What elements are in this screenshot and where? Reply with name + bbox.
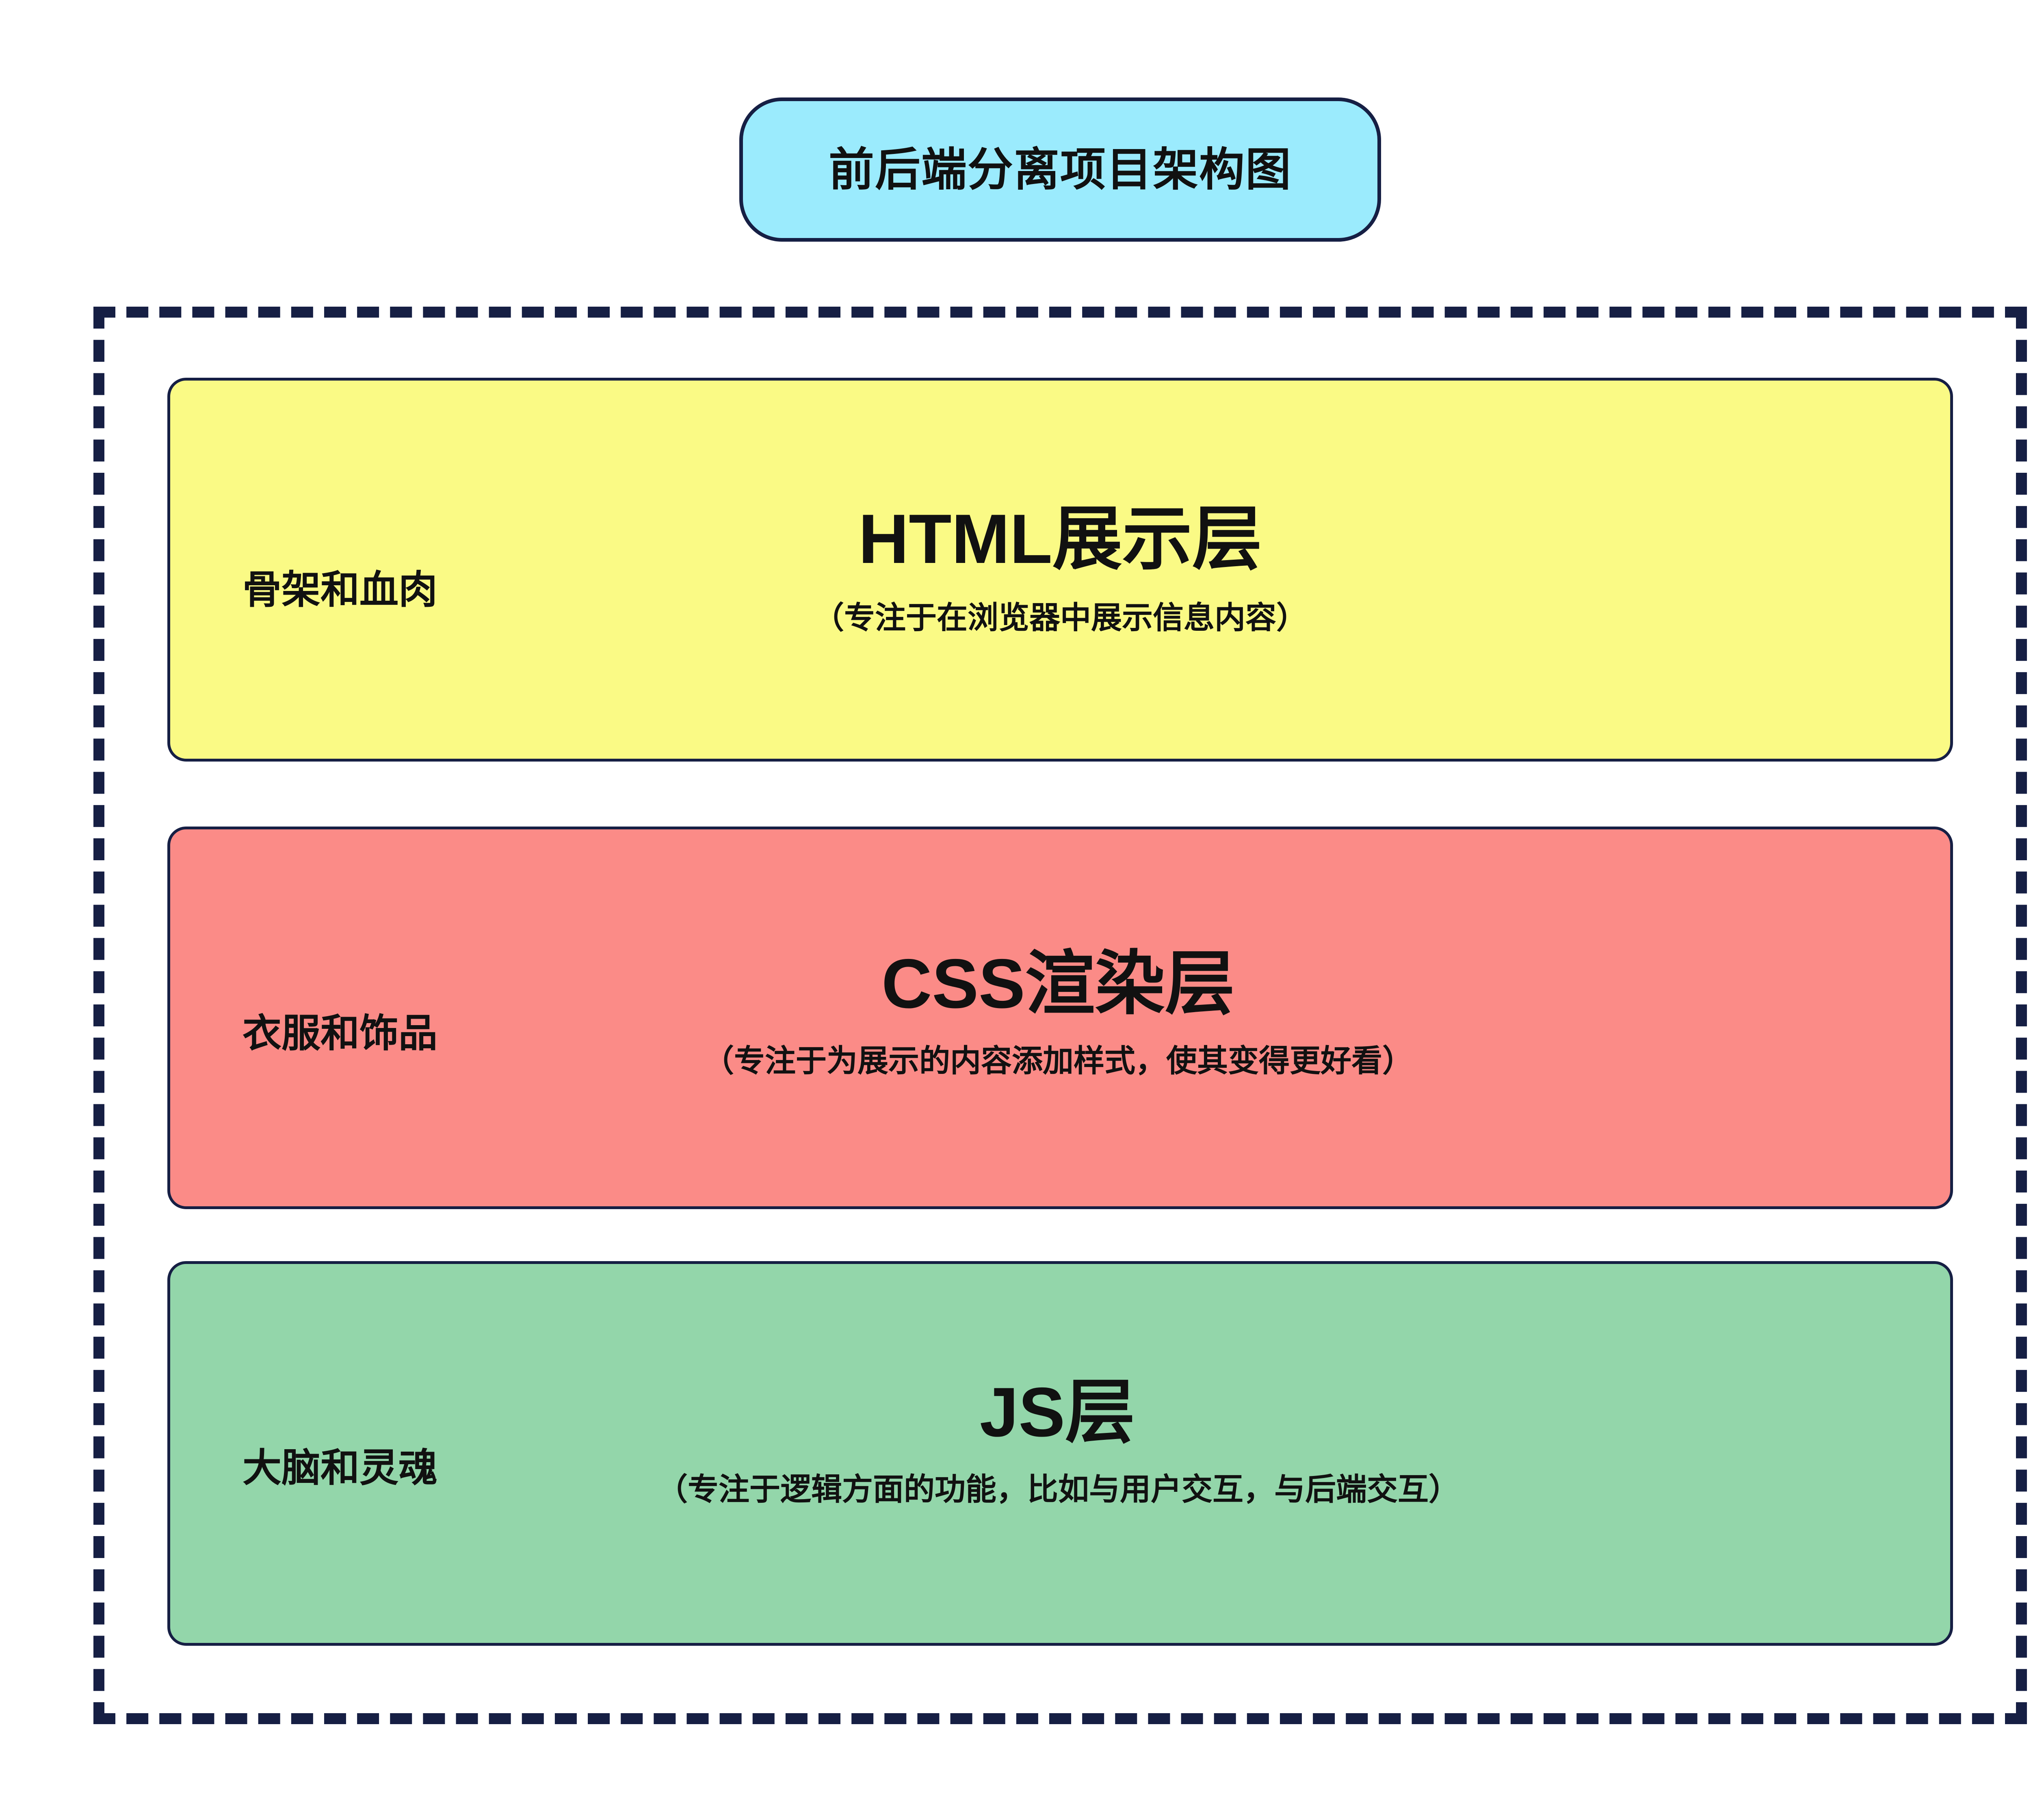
layer-box-js: 大脑和灵魂 JS层 （专注于逻辑方面的功能，比如与用户交互，与后端交互） [167, 1261, 1953, 1646]
layer-html-role-label: 骨架和血肉 [243, 568, 437, 612]
layer-css-role-label: 衣服和饰品 [243, 1012, 437, 1055]
layer-js-center: JS层 （专注于逻辑方面的功能，比如与用户交互，与后端交互） [170, 1376, 1950, 1505]
layer-js-note: （专注于逻辑方面的功能，比如与用户交互，与后端交互） [657, 1472, 1459, 1507]
layer-box-html: 骨架和血肉 HTML展示层 （专注于在浏览器中展示信息内容） [167, 378, 1953, 762]
layer-html-note: （专注于在浏览器中展示信息内容） [813, 600, 1307, 635]
layer-js-name: JS层 [979, 1373, 1135, 1451]
layer-html-center: HTML展示层 （专注于在浏览器中展示信息内容） [170, 502, 1950, 634]
layer-css-center: CSS渲染层 （专注于为展示的内容添加样式，使其变得更好看） [170, 947, 1950, 1077]
layer-js-role-label: 大脑和灵魂 [243, 1446, 437, 1490]
layer-html-name: HTML展示层 [858, 500, 1262, 578]
diagram-title-pill: 前后端分离项目架构图 [739, 97, 1381, 242]
layer-box-css: 衣服和饰品 CSS渲染层 （专注于为展示的内容添加样式，使其变得更好看） [167, 827, 1953, 1209]
diagram-title-text: 前后端分离项目架构图 [829, 144, 1292, 195]
layer-css-note: （专注于为展示的内容添加样式，使其变得更好看） [703, 1043, 1413, 1078]
frontend-dashed-container [93, 307, 2027, 1724]
layer-css-name: CSS渲染层 [881, 945, 1235, 1023]
